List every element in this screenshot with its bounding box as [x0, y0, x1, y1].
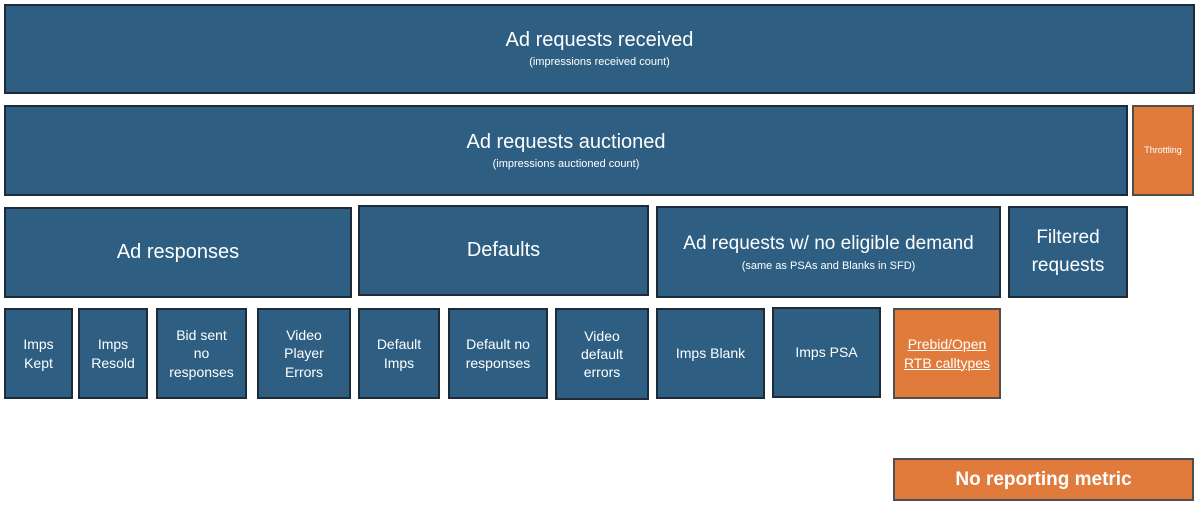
default-imps-label: Default Imps	[376, 336, 422, 371]
imps-kept-box: Imps Kept	[4, 308, 73, 399]
no-eligible-demand-title: Ad requests w/ no eligible demand	[683, 232, 974, 254]
bid-sent-no-responses-box: Bid sent no responses	[156, 308, 247, 399]
filtered-requests-box: Filtered requests	[1008, 206, 1128, 298]
ad-requests-received-title: Ad requests received	[505, 29, 694, 52]
default-imps-box: Default Imps	[358, 308, 440, 399]
imps-psa-box: Imps PSA	[772, 307, 881, 398]
defaults-title: Defaults	[466, 239, 541, 261]
video-default-errors-label: Video default errors	[580, 327, 624, 381]
imps-resold-label: Imps Resold	[91, 336, 135, 371]
default-no-responses-label: Default no responses	[465, 336, 531, 371]
prebid-open-rtb-label: Prebid/Open RTB calltypes	[903, 336, 991, 371]
imps-psa-label: Imps PSA	[795, 344, 858, 361]
video-player-errors-box: Video Player Errors	[257, 308, 351, 399]
ad-requests-auctioned-subtitle: (impressions auctioned count)	[492, 157, 640, 170]
no-eligible-demand-box: Ad requests w/ no eligible demand (same …	[656, 206, 1001, 298]
ad-responses-box: Ad responses	[4, 207, 352, 298]
no-reporting-metric-legend: No reporting metric	[893, 458, 1194, 501]
imps-blank-label: Imps Blank	[675, 345, 746, 362]
ad-requests-auctioned-title: Ad requests auctioned	[466, 130, 666, 153]
throttling-label: Throttling	[1144, 144, 1182, 155]
prebid-open-rtb-box: Prebid/Open RTB calltypes	[893, 308, 1001, 399]
ad-requests-received-subtitle: (impressions received count)	[529, 56, 670, 69]
throttling-box: Throttling	[1132, 105, 1194, 196]
defaults-box: Defaults	[358, 205, 649, 296]
ad-responses-title: Ad responses	[116, 241, 240, 263]
imps-resold-box: Imps Resold	[78, 308, 148, 399]
no-reporting-metric-label: No reporting metric	[955, 468, 1132, 490]
filtered-requests-title: Filtered requests	[1031, 227, 1105, 276]
no-eligible-demand-subtitle: (same as PSAs and Blanks in SFD)	[741, 260, 916, 273]
imps-blank-box: Imps Blank	[656, 308, 765, 399]
ad-requests-received-box: Ad requests received (impressions receiv…	[4, 4, 1195, 94]
video-default-errors-box: Video default errors	[555, 308, 649, 400]
bid-sent-no-responses-label: Bid sent no responses	[169, 327, 234, 380]
ad-requests-auctioned-box: Ad requests auctioned (impressions aucti…	[4, 105, 1128, 196]
imps-kept-label: Imps Kept	[23, 336, 54, 371]
default-no-responses-box: Default no responses	[448, 308, 548, 399]
video-player-errors-label: Video Player Errors	[284, 327, 324, 380]
